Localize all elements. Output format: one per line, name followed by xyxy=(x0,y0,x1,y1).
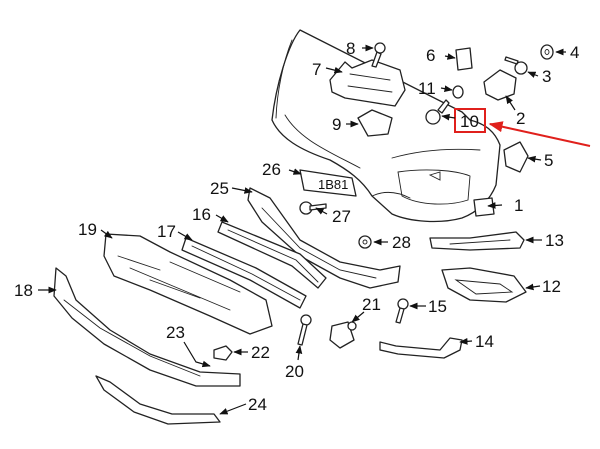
callout-2: 2 xyxy=(516,109,525,128)
callout-1: 1 xyxy=(514,196,523,215)
callout-26: 26 xyxy=(262,160,281,179)
bezel-part-12 xyxy=(441,267,527,303)
nut-part-22 xyxy=(213,345,233,361)
wire-harness-part-14 xyxy=(379,337,463,359)
callout-14: 14 xyxy=(475,332,494,351)
highlight-callout-10 xyxy=(441,108,591,147)
callout-17: 17 xyxy=(157,222,176,241)
callout-22: 22 xyxy=(251,343,270,362)
callout-10: 10 xyxy=(460,112,479,131)
callout-13: 13 xyxy=(545,231,564,250)
callout-9: 9 xyxy=(332,115,341,134)
callout-28: 28 xyxy=(392,233,411,252)
washer-part-11 xyxy=(452,85,464,99)
skid-plate-part-19 xyxy=(103,233,273,335)
callout-18: 18 xyxy=(14,281,33,300)
callout-15: 15 xyxy=(428,297,447,316)
cap-part-1 xyxy=(473,197,495,217)
callout-8: 8 xyxy=(346,39,355,58)
bracket-part-9 xyxy=(357,109,393,137)
bolt-part-20 xyxy=(297,314,312,346)
bolt-part-27 xyxy=(299,201,327,215)
clip-part-28 xyxy=(358,235,372,249)
callout-24: 24 xyxy=(248,395,267,414)
sensor-bracket-part-21 xyxy=(329,321,357,349)
callout-19: 19 xyxy=(78,220,97,239)
bar-part-17 xyxy=(181,237,307,309)
callout-23: 23 xyxy=(166,323,185,342)
lower-bumper-part-18 xyxy=(53,267,241,387)
trim-part-13 xyxy=(429,231,525,251)
callout-12: 12 xyxy=(542,277,561,296)
nut-part-10 xyxy=(425,99,450,125)
callout-11: 11 xyxy=(418,79,436,98)
side-bracket-part xyxy=(329,59,406,107)
clip-part-6 xyxy=(455,47,473,71)
callout-27: 27 xyxy=(332,207,351,226)
callout-numbers: 1 2 3 4 5 6 7 8 9 10 11 12 13 14 15 16 1… xyxy=(14,39,579,414)
bolt-part-8 xyxy=(371,42,386,68)
license-plate-bracket: 1B81 xyxy=(299,169,357,197)
callout-16: 16 xyxy=(192,205,211,224)
callout-25: 25 xyxy=(210,179,229,198)
callout-5: 5 xyxy=(544,151,553,170)
leader-lines xyxy=(38,44,566,415)
block-part-5 xyxy=(503,141,529,173)
callout-3: 3 xyxy=(542,67,551,86)
mount-bracket-part-2 xyxy=(483,69,517,101)
trim-strip-part-24 xyxy=(95,375,221,425)
callout-6: 6 xyxy=(426,46,435,65)
callout-4: 4 xyxy=(570,43,579,62)
washer-part-4 xyxy=(540,44,554,60)
bolt-part-3 xyxy=(504,56,528,75)
callout-20: 20 xyxy=(285,362,304,381)
bar-part-16 xyxy=(217,221,327,289)
bolt-part-15 xyxy=(395,298,409,324)
beam-part-25 xyxy=(247,187,401,289)
callout-21: 21 xyxy=(362,295,381,314)
plate-text: 1B81 xyxy=(318,177,348,192)
callout-7: 7 xyxy=(312,60,321,79)
